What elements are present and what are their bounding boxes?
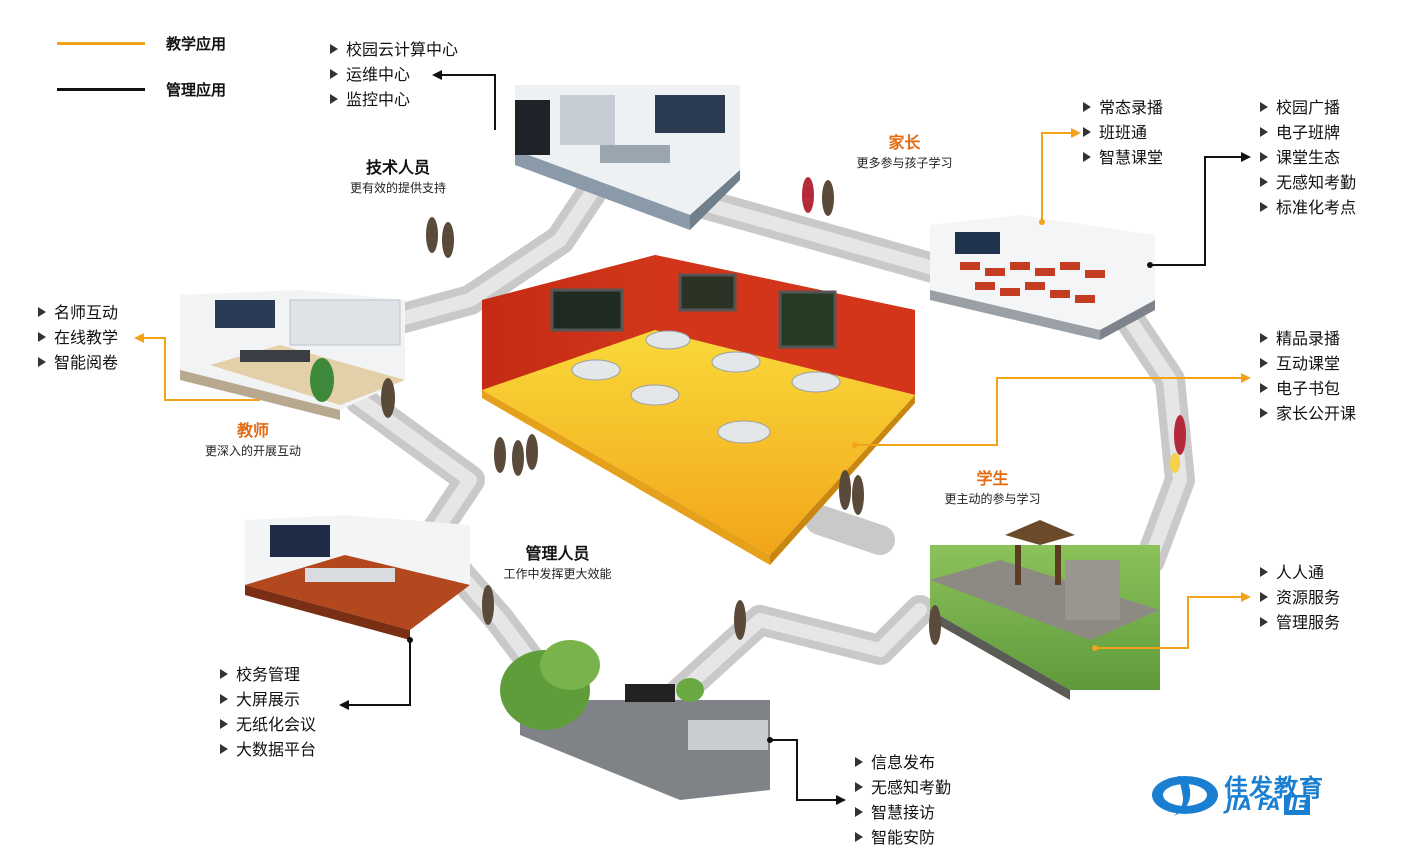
legend-line-teaching xyxy=(57,42,145,45)
list-item: 人人通 xyxy=(1260,560,1340,585)
list-item: 电子书包 xyxy=(1260,376,1356,401)
list-classroom-manage: 校园广播 电子班牌 课堂生态 无感知考勤 标准化考点 xyxy=(1260,95,1356,220)
list-item: 智慧课堂 xyxy=(1083,145,1163,170)
list-item: 无感知考勤 xyxy=(1260,170,1356,195)
list-item: 大屏展示 xyxy=(220,687,316,712)
list-item: 在线教学 xyxy=(38,325,118,350)
legend-label-management: 管理应用 xyxy=(166,81,227,99)
list-teacher-office: 名师互动 在线教学 智能阅卷 xyxy=(38,300,118,375)
role-student-subtitle: 更主动的参与学习 xyxy=(944,492,1041,506)
list-item: 信息发布 xyxy=(855,750,951,775)
list-item: 校务管理 xyxy=(220,662,316,687)
list-admin-apps: 校务管理 大屏展示 无纸化会议 大数据平台 xyxy=(220,662,316,762)
list-item: 标准化考点 xyxy=(1260,195,1356,220)
list-item: 互动课堂 xyxy=(1260,351,1356,376)
list-item: 名师互动 xyxy=(38,300,118,325)
list-classroom-teach: 常态录播 班班通 智慧课堂 xyxy=(1083,95,1163,170)
list-item: 大数据平台 xyxy=(220,737,316,762)
role-tech-subtitle: 更有效的提供支持 xyxy=(349,181,446,195)
role-tech: 技术人员 更有效的提供支持 xyxy=(338,157,458,197)
list-item: 电子班牌 xyxy=(1260,120,1356,145)
list-item: 校园云计算中心 xyxy=(330,37,458,62)
role-student-title: 学生 xyxy=(976,469,1009,488)
main-classroom xyxy=(482,255,915,565)
list-item: 校园广播 xyxy=(1260,95,1356,120)
list-item: 资源服务 xyxy=(1260,585,1340,610)
list-item: 运维中心 xyxy=(330,62,458,87)
role-tech-title: 技术人员 xyxy=(365,158,430,177)
list-item: 常态录播 xyxy=(1083,95,1163,120)
list-item: 智能阅卷 xyxy=(38,350,118,375)
list-campus-services: 人人通 资源服务 管理服务 xyxy=(1260,560,1340,635)
student-courtyard xyxy=(930,520,1160,700)
school-gate xyxy=(500,640,770,800)
datacenter-room xyxy=(515,85,740,230)
list-item: 无纸化会议 xyxy=(220,712,316,737)
arrowheads-teaching xyxy=(134,128,1251,602)
role-admin-subtitle: 工作中发挥更大效能 xyxy=(503,567,612,581)
connector-management xyxy=(345,74,1245,801)
role-student: 学生 更主动的参与学习 xyxy=(930,468,1055,508)
logo-badge: IE xyxy=(1284,795,1311,815)
list-item: 班班通 xyxy=(1083,120,1163,145)
role-parent-title: 家长 xyxy=(888,133,921,152)
people-figures xyxy=(381,177,1186,645)
list-item: 课堂生态 xyxy=(1260,145,1356,170)
teacher-office xyxy=(180,290,405,420)
role-admin: 管理人员 工作中发挥更大效能 xyxy=(495,543,620,583)
connector-teaching xyxy=(140,132,1245,649)
list-item: 精品录播 xyxy=(1260,326,1356,351)
list-item: 管理服务 xyxy=(1260,610,1340,635)
role-teacher: 教师 更深入的开展互动 xyxy=(193,420,313,460)
list-item: 智能安防 xyxy=(855,825,951,850)
legend-line-management xyxy=(57,88,145,91)
role-parent: 家长 更多参与孩子学习 xyxy=(842,132,967,172)
list-item: 无感知考勤 xyxy=(855,775,951,800)
list-item: 家长公开课 xyxy=(1260,401,1356,426)
legend-label-teaching: 教学应用 xyxy=(166,35,227,53)
list-datacenter: 校园云计算中心 运维中心 监控中心 xyxy=(330,37,458,112)
list-student-apps: 精品录播 互动课堂 电子书包 家长公开课 xyxy=(1260,326,1356,426)
list-item: 智慧接访 xyxy=(855,800,951,825)
role-admin-title: 管理人员 xyxy=(525,544,590,563)
list-gate-apps: 信息发布 无感知考勤 智慧接访 智能安防 xyxy=(855,750,951,850)
role-teacher-subtitle: 更深入的开展互动 xyxy=(204,444,301,458)
role-parent-subtitle: 更多参与孩子学习 xyxy=(856,156,953,170)
logo-emblem xyxy=(1152,776,1218,816)
arrowheads-management xyxy=(339,70,1251,805)
list-item: 监控中心 xyxy=(330,87,458,112)
smart-classroom-right xyxy=(930,215,1155,340)
role-teacher-title: 教师 xyxy=(236,421,269,440)
admin-meeting-room xyxy=(245,515,470,640)
